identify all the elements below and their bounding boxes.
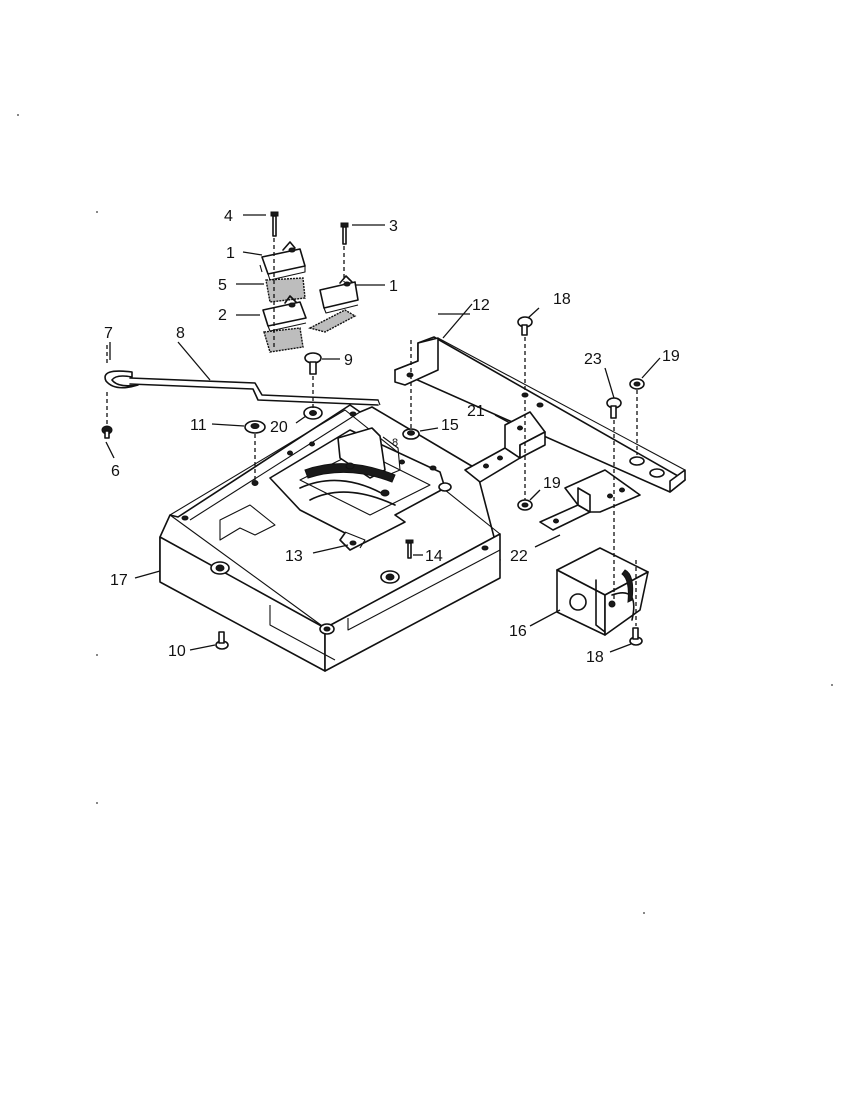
callout-3: 3 — [389, 218, 398, 235]
solenoid-part-16 — [556, 547, 649, 636]
callout-1-upper: 1 — [226, 245, 235, 262]
callout-11: 11 — [190, 417, 207, 434]
callout-15: 15 — [441, 417, 459, 434]
nut-part-11 — [244, 420, 266, 434]
screw-part-4 — [270, 211, 279, 237]
long-bracket-part-12 — [394, 336, 686, 493]
callout-6: 6 — [111, 463, 120, 480]
callout-23: 23 — [584, 351, 602, 368]
mechanism-frame-part-13 — [269, 427, 452, 551]
callout-18-bottom: 18 — [586, 649, 604, 666]
callout-labels: 4 3 1 1 5 2 7 8 9 11 20 6 15 12 18 23 19… — [104, 208, 680, 666]
screw-part-18-top — [517, 316, 533, 336]
screw-part-6 — [101, 425, 113, 439]
callout-10: 10 — [168, 643, 186, 660]
switch-part-1-right — [319, 275, 359, 314]
callout-21: 21 — [467, 403, 485, 420]
bracket-part-22 — [539, 469, 641, 531]
clip-part-7 — [104, 370, 139, 389]
screw-part-9 — [304, 352, 322, 375]
nut-part-19-lower — [517, 499, 533, 511]
insulator-part-5 — [265, 277, 306, 303]
scan-specks — [17, 114, 833, 914]
callout-17: 17 — [110, 572, 128, 589]
mechanism-inner-mark: 8 — [392, 437, 398, 449]
callout-1-right: 1 — [389, 278, 398, 295]
callout-4: 4 — [224, 208, 233, 225]
callout-22: 22 — [510, 548, 528, 565]
small-bracket-part-21 — [464, 411, 546, 483]
leader-lines — [105, 214, 661, 653]
screw-part-3 — [340, 222, 349, 245]
assembly-lines — [106, 238, 638, 626]
callout-8: 8 — [176, 325, 185, 342]
nut-part-19-right — [629, 378, 645, 390]
screw-part-14 — [405, 539, 414, 559]
callout-2: 2 — [218, 307, 227, 324]
callout-14: 14 — [425, 548, 443, 565]
screw-part-10 — [215, 631, 229, 650]
callout-19-lower: 19 — [543, 475, 561, 492]
insulator-right — [308, 309, 357, 333]
washer-part-20 — [303, 406, 323, 420]
callout-9: 9 — [344, 352, 353, 369]
callout-16: 16 — [509, 623, 527, 640]
callout-20: 20 — [270, 419, 288, 436]
nut-part-15 — [402, 428, 420, 440]
screw-part-18-bottom — [629, 627, 643, 646]
callout-13: 13 — [285, 548, 303, 565]
callout-5: 5 — [218, 277, 227, 294]
callout-18-top: 18 — [553, 291, 571, 308]
callout-19-right: 19 — [662, 348, 680, 365]
screw-part-23 — [606, 397, 622, 419]
callout-7: 7 — [104, 325, 113, 342]
callout-12: 12 — [472, 297, 490, 314]
insulator-part-2-lower — [263, 327, 304, 353]
switch-part-1-upper — [259, 241, 306, 281]
rod-part-8 — [129, 377, 381, 406]
